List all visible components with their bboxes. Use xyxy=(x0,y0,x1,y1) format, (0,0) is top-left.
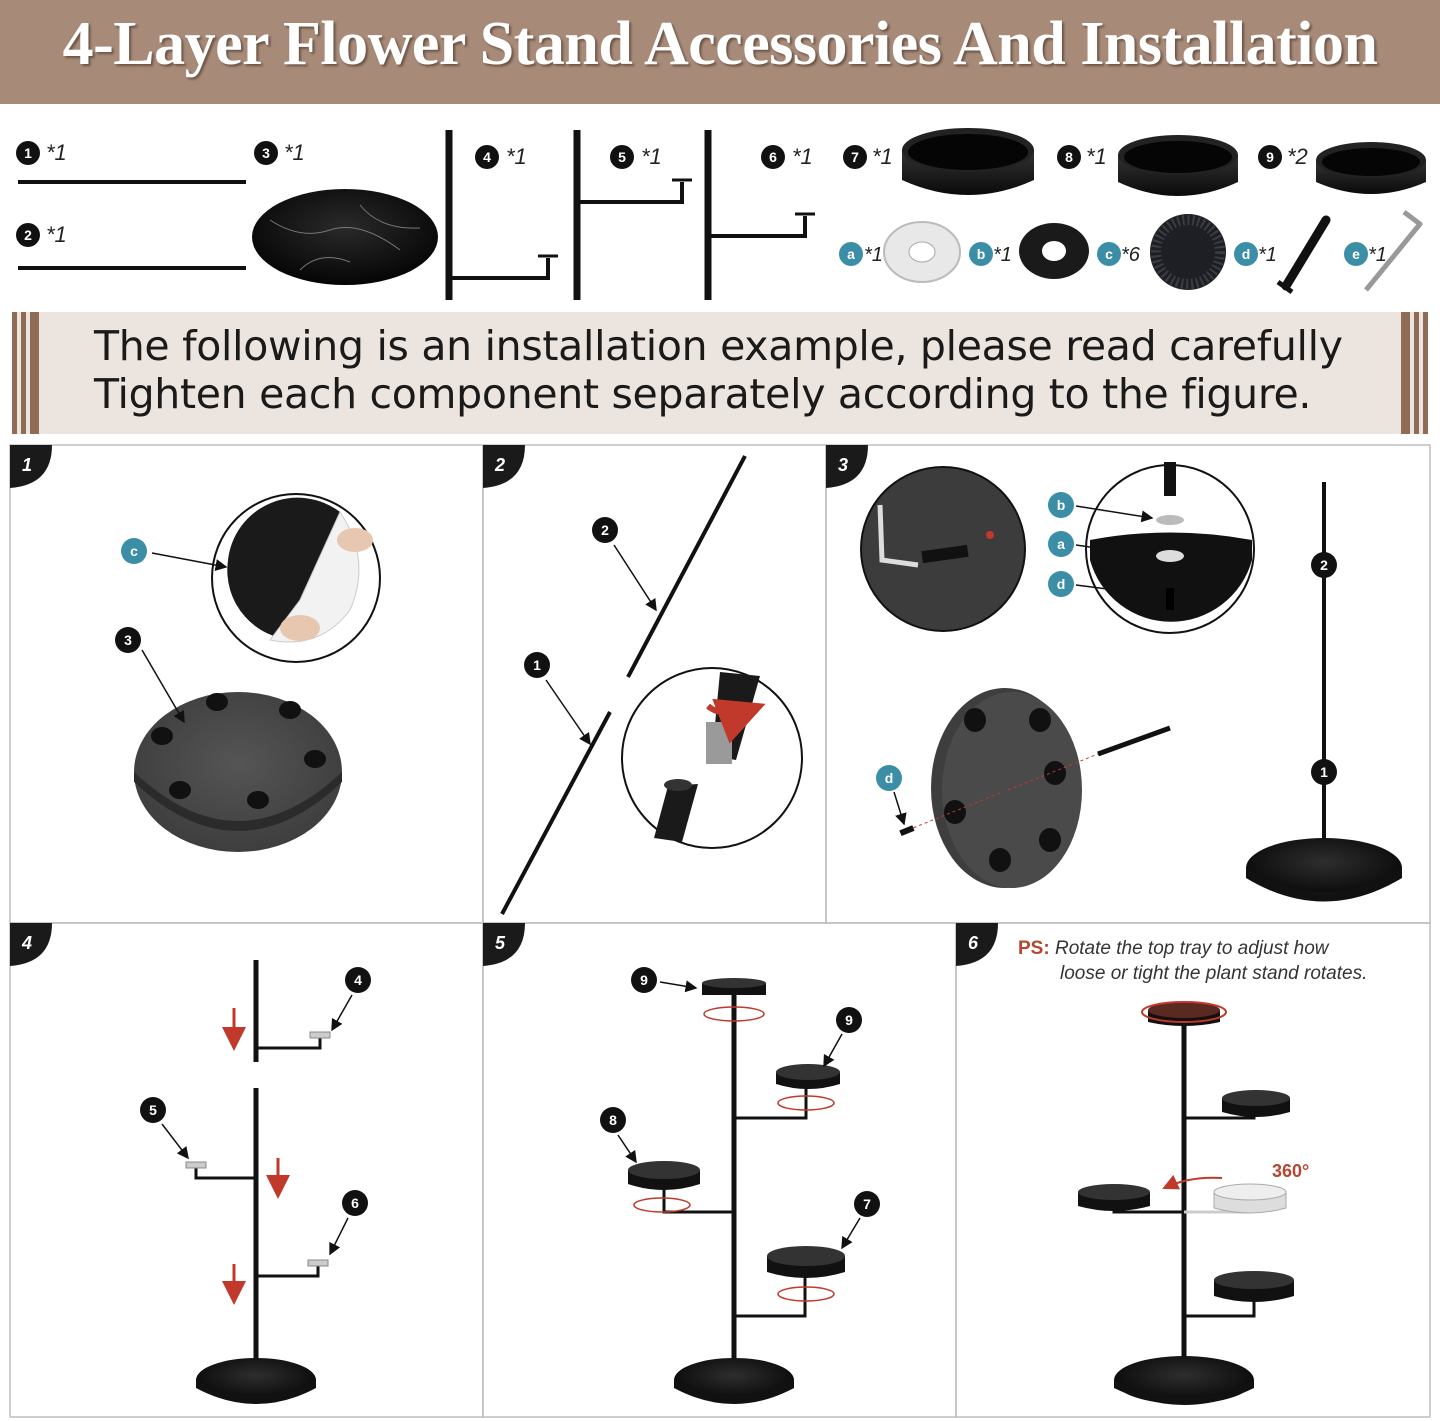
svg-text:*2: *2 xyxy=(1287,144,1308,169)
svg-text:2: 2 xyxy=(1320,557,1328,573)
step-5-illustration: 9 9 8 7 xyxy=(600,967,880,1404)
svg-text:a: a xyxy=(847,246,855,262)
svg-text:e: e xyxy=(1352,246,1360,262)
decorative-bars-right xyxy=(1400,312,1428,434)
svg-text:4: 4 xyxy=(354,972,362,988)
svg-text:5: 5 xyxy=(149,1102,157,1118)
part-d-screw: d *1 xyxy=(1234,215,1331,295)
svg-text:c: c xyxy=(1105,246,1113,262)
part-6-arm xyxy=(704,130,815,300)
instruction-banner: The following is an installation example… xyxy=(12,312,1428,434)
svg-text:b: b xyxy=(1057,497,1066,513)
step-tab-5: 5 xyxy=(483,923,525,966)
svg-text:*1: *1 xyxy=(872,144,893,169)
svg-text:1: 1 xyxy=(1320,764,1328,780)
part-2: 2 *1 xyxy=(16,222,246,270)
step-6-illustration: 360° xyxy=(1078,1001,1309,1405)
title-banner: 4-Layer Flower Stand Accessories And Ins… xyxy=(0,0,1440,104)
svg-text:d: d xyxy=(1057,576,1066,592)
svg-text:*1: *1 xyxy=(641,144,662,169)
svg-text:8: 8 xyxy=(1065,149,1073,165)
svg-text:d: d xyxy=(1242,246,1251,262)
tray-top-rotating xyxy=(1141,1001,1227,1026)
svg-text:2: 2 xyxy=(494,455,505,475)
svg-text:9: 9 xyxy=(1266,149,1274,165)
svg-text:a: a xyxy=(1057,536,1065,552)
instruction-line-1: The following is an installation example… xyxy=(94,322,1343,370)
svg-text:9: 9 xyxy=(845,1012,853,1028)
svg-text:7: 7 xyxy=(851,149,859,165)
step-tab-1: 1 xyxy=(10,445,52,488)
rotation-label: 360° xyxy=(1272,1161,1309,1181)
part-4-arm xyxy=(445,130,558,300)
svg-text:5: 5 xyxy=(618,149,626,165)
step-tab-3: 3 xyxy=(826,445,868,488)
part-a-washer: a *1 xyxy=(839,221,961,283)
svg-text:9: 9 xyxy=(640,972,648,988)
svg-text:*1: *1 xyxy=(506,144,527,169)
svg-text:3: 3 xyxy=(124,632,132,648)
svg-text:*1: *1 xyxy=(1258,244,1277,266)
svg-text:c: c xyxy=(130,543,138,559)
instruction-line-2: Tighten each component separately accord… xyxy=(94,370,1312,418)
svg-text:8: 8 xyxy=(609,1112,617,1128)
svg-text:*1: *1 xyxy=(46,140,67,165)
svg-text:b: b xyxy=(977,246,986,262)
svg-text:4: 4 xyxy=(483,149,491,165)
ps-note: PS: Rotate the top tray to adjust how lo… xyxy=(1018,938,1368,984)
svg-text:d: d xyxy=(885,770,894,786)
svg-text:1: 1 xyxy=(24,145,32,161)
tray-top xyxy=(702,978,766,995)
step-4-illustration: 4 5 6 xyxy=(140,960,371,1404)
svg-text:*1: *1 xyxy=(1368,244,1387,266)
svg-text:*6: *6 xyxy=(1121,244,1141,266)
part-8-tray: 8 *1 xyxy=(1057,135,1238,196)
svg-text:3: 3 xyxy=(262,145,270,161)
svg-text:5: 5 xyxy=(495,933,506,953)
svg-text:4: 4 xyxy=(21,933,32,953)
part-5-arm xyxy=(573,130,692,300)
svg-text:*1: *1 xyxy=(864,244,883,266)
step-3-illustration: b a d d 2 1 xyxy=(860,462,1402,902)
svg-text:6: 6 xyxy=(351,1195,359,1211)
part-3-base: 3 *1 xyxy=(252,140,438,285)
step-1-illustration: c 3 xyxy=(115,493,381,852)
svg-text:3: 3 xyxy=(838,455,848,475)
installation-steps: 1 2 3 4 5 6 c 3 2 1 xyxy=(9,444,1431,1418)
part-b-washer: b *1 xyxy=(969,223,1089,279)
part-9-tray: 9 *2 xyxy=(1258,142,1426,194)
step-tab-6: 6 xyxy=(956,923,998,966)
panel-grid xyxy=(9,444,1431,1418)
page-title: 4-Layer Flower Stand Accessories And Ins… xyxy=(62,10,1378,78)
step-tab-2: 2 xyxy=(483,445,525,488)
part-e-hex-key: e *1 xyxy=(1344,210,1423,292)
step-2-illustration: 2 1 xyxy=(500,455,803,915)
svg-text:*1: *1 xyxy=(792,144,813,169)
step-tab-4: 4 xyxy=(10,923,52,966)
svg-text:2: 2 xyxy=(601,522,609,538)
part-1: 1 *1 xyxy=(16,140,246,184)
part-7-tray: 7 *1 xyxy=(843,128,1034,195)
tray-7 xyxy=(767,1246,845,1278)
svg-text:2: 2 xyxy=(24,227,32,243)
parts-list: 1 *1 2 *1 3 *1 4 *1 5 *1 6 *1 xyxy=(16,128,1426,300)
svg-text:7: 7 xyxy=(863,1196,871,1212)
svg-text:*1: *1 xyxy=(993,244,1012,266)
svg-text:*1: *1 xyxy=(46,222,67,247)
decorative-bars-left xyxy=(12,312,40,434)
svg-text:1: 1 xyxy=(22,455,32,475)
tray-9 xyxy=(776,1064,840,1089)
svg-text:6: 6 xyxy=(968,933,979,953)
tray-8 xyxy=(628,1161,700,1190)
svg-text:1: 1 xyxy=(533,657,541,673)
svg-text:6: 6 xyxy=(769,149,777,165)
svg-text:*1: *1 xyxy=(284,140,305,165)
part-c-pad: c *6 xyxy=(1097,214,1226,290)
svg-text:*1: *1 xyxy=(1086,144,1107,169)
